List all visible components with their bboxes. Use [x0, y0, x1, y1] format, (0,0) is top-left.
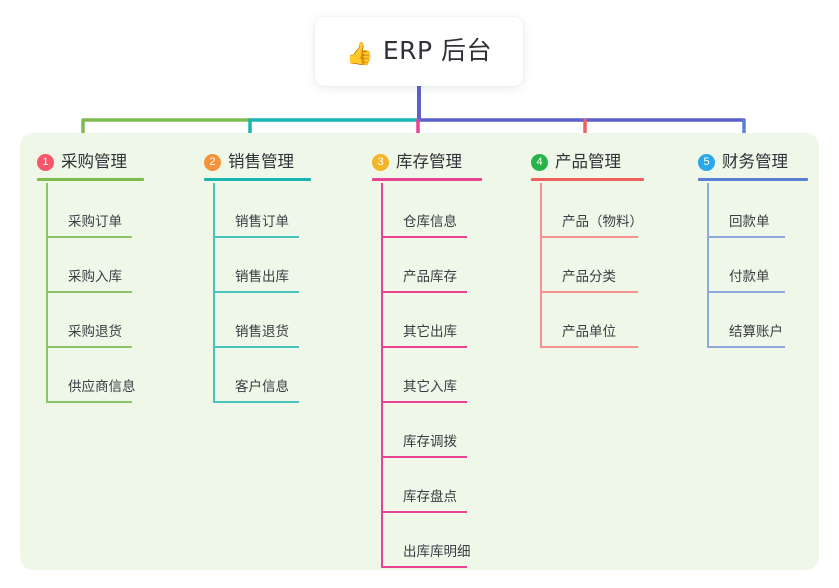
item-label: 付款单 [729, 268, 770, 285]
column-header-2[interactable]: 2 销售管理 [204, 147, 311, 181]
column-5: 5 财务管理回款单付款单结算账户 [698, 147, 808, 348]
item-stem [540, 183, 542, 238]
item-rule [381, 511, 467, 513]
item-label: 销售订单 [235, 213, 289, 230]
item-stem [381, 403, 383, 458]
item-stem [46, 293, 48, 348]
item-label: 采购订单 [68, 213, 122, 230]
item-rule [707, 346, 785, 348]
item-rule [46, 346, 132, 348]
item-label: 产品单位 [562, 323, 616, 340]
column-4: 4 产品管理产品（物料） 产品分类产品单位 [531, 147, 644, 348]
item-stem [46, 348, 48, 403]
item-label: 销售出库 [235, 268, 289, 285]
column-rule-3 [372, 178, 482, 181]
column-badge-1: 1 [37, 153, 54, 171]
column-header-1[interactable]: 1 采购管理 [37, 147, 144, 181]
item-rule [381, 236, 467, 238]
item-label: 其它入库 [403, 378, 457, 395]
item-stem [213, 183, 215, 238]
item-rule [540, 291, 638, 293]
item-stem [707, 238, 709, 293]
item-rule [381, 566, 467, 568]
item-rule [381, 346, 467, 348]
item-label: 采购退货 [68, 323, 122, 340]
column-title-3: 库存管理 [396, 151, 462, 171]
column-badge-2: 2 [204, 153, 221, 171]
column-3: 3 库存管理仓库信息产品库存其它出库其它入库库存调拨库存盘点出库库明细 [372, 147, 482, 568]
item-stem [213, 238, 215, 293]
item-stem [381, 348, 383, 403]
item-label: 产品分类 [562, 268, 616, 285]
item-label: 库存盘点 [403, 488, 457, 505]
column-badge-3: 3 [372, 153, 389, 171]
column-rule-2 [204, 178, 311, 181]
column-header-3[interactable]: 3 库存管理 [372, 147, 482, 181]
item-rule [540, 346, 638, 348]
item-stem [46, 238, 48, 293]
item-rule [707, 291, 785, 293]
item-label: 销售退货 [235, 323, 289, 340]
root-node-card[interactable]: 👍 ERP 后台 [315, 17, 523, 86]
item-rule [46, 236, 132, 238]
item-stem [213, 348, 215, 403]
column-rule-1 [37, 178, 144, 181]
root-title-text: ERP 后台 [382, 35, 493, 65]
item-stem [707, 293, 709, 348]
item-stem [381, 238, 383, 293]
item-rule [46, 291, 132, 293]
item-rule [213, 346, 299, 348]
item-rule [213, 401, 299, 403]
item-rule [707, 236, 785, 238]
item-stem [381, 293, 383, 348]
column-badge-5: 5 [698, 153, 715, 171]
item-label: 其它出库 [403, 323, 457, 340]
item-rule [540, 236, 638, 238]
item-stem [540, 238, 542, 293]
column-badge-4: 4 [531, 153, 548, 171]
item-label: 出库库明细 [403, 543, 471, 560]
item-label: 结算账户 [729, 323, 783, 340]
item-stem [46, 183, 48, 238]
item-stem [381, 183, 383, 238]
column-title-4: 产品管理 [555, 151, 621, 171]
item-stem [381, 513, 383, 568]
item-label: 仓库信息 [403, 213, 457, 230]
item-label: 库存调拨 [403, 433, 457, 450]
column-header-5[interactable]: 5 财务管理 [698, 147, 808, 181]
item-rule [46, 401, 132, 403]
column-header-4[interactable]: 4 产品管理 [531, 147, 644, 181]
item-stem [381, 458, 383, 513]
item-stem [540, 293, 542, 348]
item-rule [381, 291, 467, 293]
item-rule [381, 456, 467, 458]
item-label: 产品（物料） [562, 213, 643, 230]
column-2: 2 销售管理销售订单销售出库销售退货客户信息 [204, 147, 311, 403]
column-rule-4 [531, 178, 644, 181]
item-label: 客户信息 [235, 378, 289, 395]
thumbs-up-icon: 👍 [345, 41, 374, 67]
item-rule [213, 236, 299, 238]
item-label: 采购入库 [68, 268, 122, 285]
column-1: 1 采购管理采购订单采购入库采购退货供应商信息 [37, 147, 144, 403]
column-title-1: 采购管理 [61, 151, 127, 171]
page-title: 👍 ERP 后台 [346, 38, 492, 66]
column-title-5: 财务管理 [722, 151, 788, 171]
item-stem [707, 183, 709, 238]
column-rule-5 [698, 178, 808, 181]
item-label: 产品库存 [403, 268, 457, 285]
item-label: 供应商信息 [68, 378, 136, 395]
item-label: 回款单 [729, 213, 770, 230]
item-rule [381, 401, 467, 403]
item-stem [213, 293, 215, 348]
item-rule [213, 291, 299, 293]
mindmap-panel [20, 133, 819, 570]
column-title-2: 销售管理 [228, 151, 294, 171]
